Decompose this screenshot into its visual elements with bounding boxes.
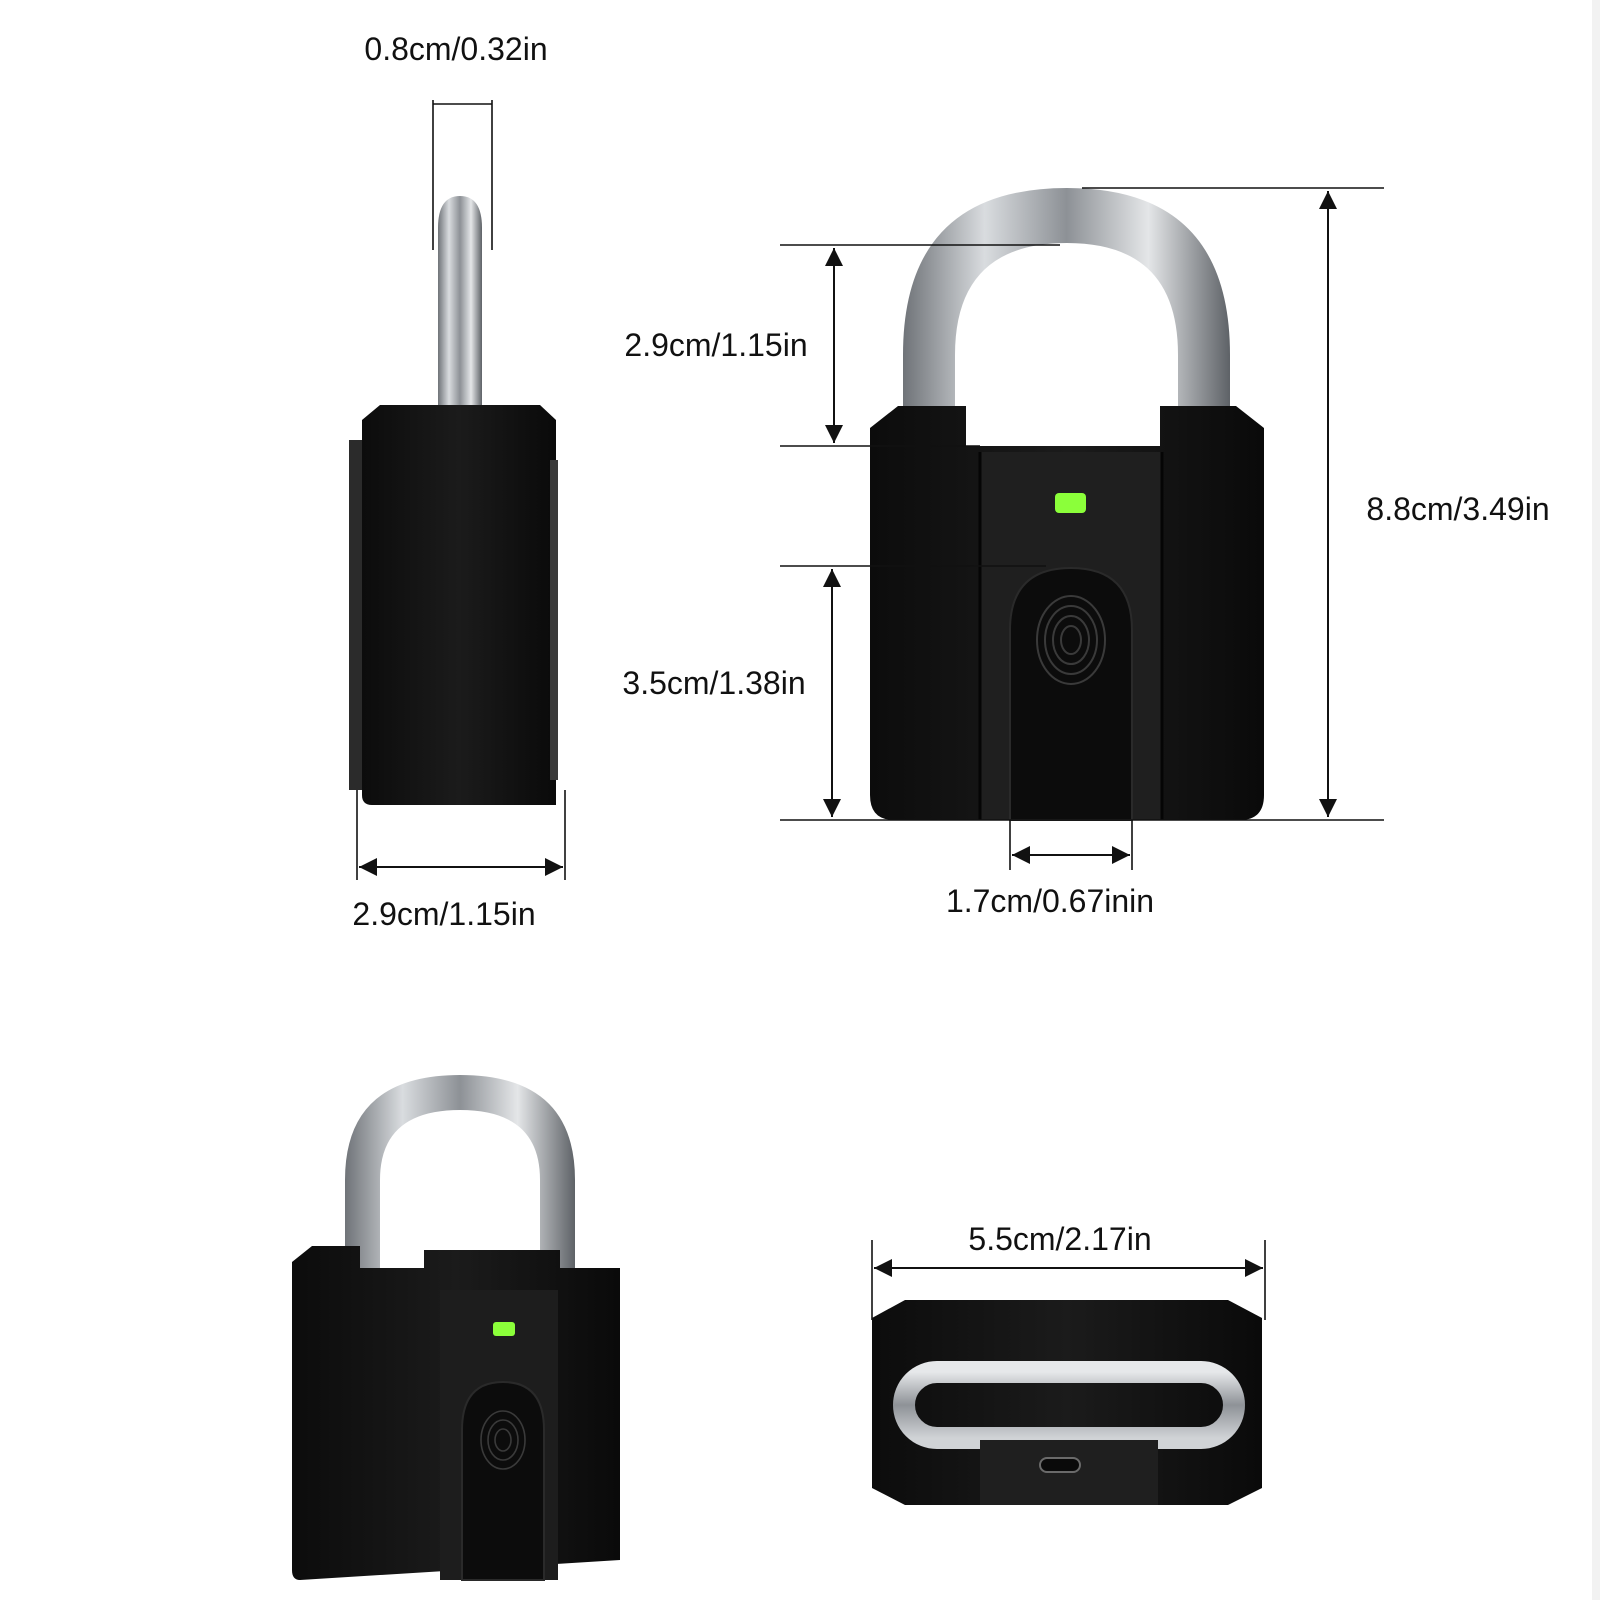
body-width-label: 5.5cm/2.17in	[968, 1221, 1151, 1257]
shackle-thickness-dimension: 0.8cm/0.32in	[364, 31, 548, 250]
perspective-fingerprint-icon	[480, 1410, 526, 1470]
side-body	[362, 405, 556, 805]
total-height-label: 8.8cm/3.49in	[1366, 491, 1549, 527]
perspective-led-icon	[493, 1322, 515, 1336]
perspective-shackle	[345, 1075, 575, 1268]
shackle-thickness-label: 0.8cm/0.32in	[364, 31, 547, 67]
shackle-clearance-dimension: 2.9cm/1.15in	[624, 244, 1060, 447]
led-indicator-icon	[1055, 493, 1086, 513]
usb-port-icon	[1039, 1457, 1081, 1473]
side-body-edge	[550, 460, 558, 780]
side-depth-label: 2.9cm/1.15in	[352, 896, 535, 932]
page-edge	[1592, 0, 1600, 1600]
fingerprint-icon	[1036, 595, 1106, 685]
top-body	[872, 1300, 1262, 1505]
side-body-back	[349, 440, 363, 790]
front-view-padlock	[870, 188, 1264, 821]
top-view-padlock	[872, 1300, 1262, 1505]
body-width-dimension: 5.5cm/2.17in	[871, 1221, 1266, 1320]
sensor-width-dimension: 1.7cm/0.67inin	[946, 820, 1154, 919]
side-depth-dimension: 2.9cm/1.15in	[352, 790, 566, 932]
top-shackle-loop	[893, 1361, 1245, 1449]
shackle-clearance-label: 2.9cm/1.15in	[624, 327, 807, 363]
side-view-padlock	[349, 196, 558, 805]
fingerprint-pad	[1009, 566, 1133, 821]
front-shackle	[903, 188, 1230, 430]
side-shackle	[438, 196, 482, 415]
fingerprint-height-dimension: 3.5cm/1.38in	[622, 565, 1384, 821]
sensor-width-label: 1.7cm/0.67inin	[946, 883, 1154, 919]
total-height-dimension: 8.8cm/3.49in	[1082, 187, 1550, 817]
fingerprint-height-label: 3.5cm/1.38in	[622, 665, 805, 701]
perspective-view-padlock	[292, 1075, 620, 1581]
